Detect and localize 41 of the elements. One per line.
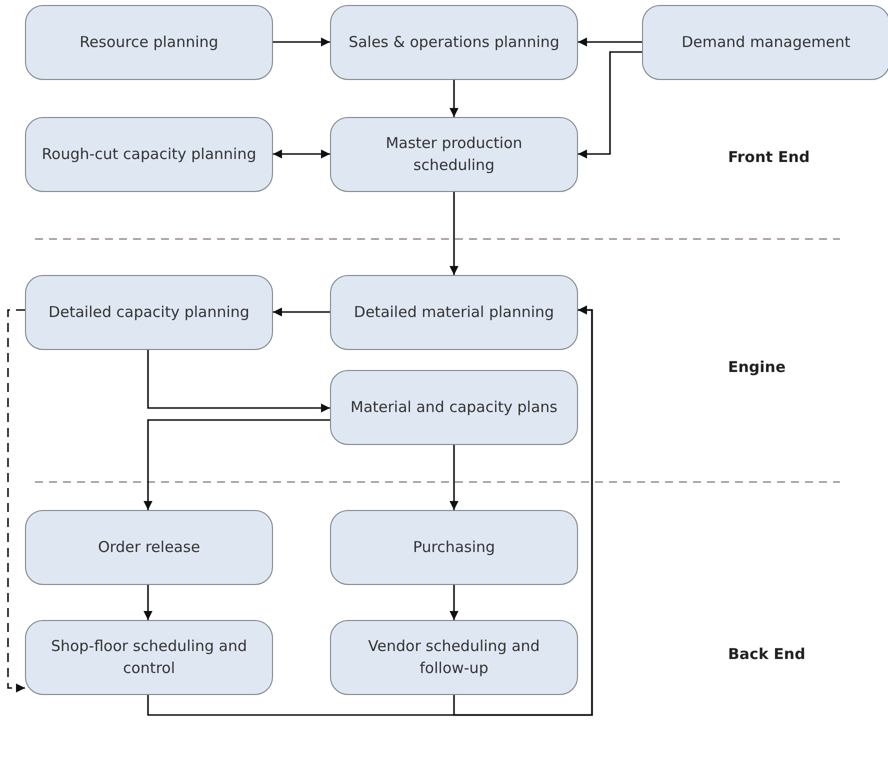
box-label: Order release [98, 536, 200, 558]
box-label: Shop-floor scheduling and control [50, 636, 248, 678]
box-label: Master production scheduling [384, 132, 524, 176]
box-label: Resource planning [80, 32, 218, 53]
arrow [578, 38, 642, 46]
arrow [450, 445, 458, 510]
box-label: Sales & operations planning [348, 32, 560, 53]
arrow [273, 308, 330, 316]
box-label: Vendor scheduling and follow-up [367, 636, 541, 678]
arrow [273, 38, 330, 46]
process-box [330, 5, 578, 80]
box-label: Demand management [682, 32, 850, 53]
section-label: Engine [728, 358, 786, 376]
arrow [450, 80, 458, 117]
process-box [25, 275, 273, 350]
process-box [330, 370, 578, 445]
process-box [330, 510, 578, 585]
box-label: Detailed capacity planning [48, 302, 250, 323]
process-box [642, 5, 888, 80]
section-label: Front End [728, 148, 810, 166]
arrow [147, 350, 330, 412]
arrow [453, 306, 593, 716]
process-box [330, 620, 578, 695]
box-label: Detailed material planning [354, 302, 554, 323]
arrow [450, 192, 458, 275]
box-label: Rough-cut capacity planning [42, 144, 256, 165]
box-label: Material and capacity plans [350, 396, 558, 418]
process-box [330, 275, 578, 350]
section-label: Back End [728, 645, 806, 663]
arrow [144, 585, 152, 620]
process-box [25, 5, 273, 80]
arrow [273, 150, 330, 158]
process-box [25, 620, 273, 695]
arrow [7, 309, 25, 692]
process-box [25, 117, 273, 192]
arrow [578, 51, 642, 158]
box-label: Purchasing [412, 536, 496, 558]
process-box [330, 117, 578, 192]
process-box [25, 510, 273, 585]
arrow [144, 419, 330, 510]
arrow [450, 585, 458, 620]
